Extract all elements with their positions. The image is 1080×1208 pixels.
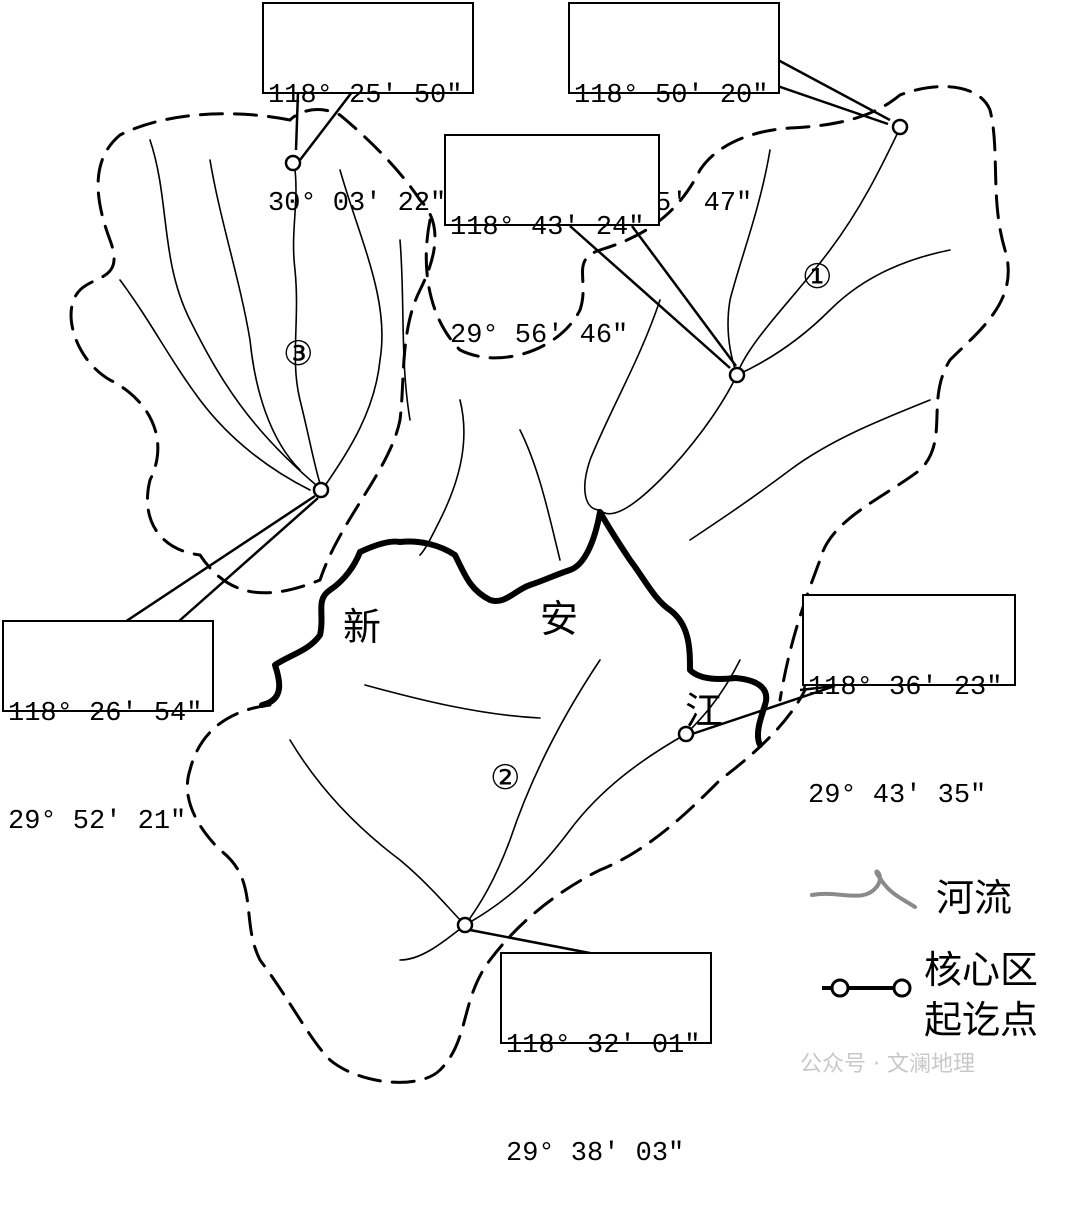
watermark: 公众号 · 文澜地理 [800,1052,975,1077]
coord-lat: 29° 38′ 03" [506,1139,685,1169]
coord-lon: 118° 50′ 20" [574,81,769,111]
legend-river-label: 河流 [936,876,1013,920]
river-mid-trib-a [419,399,465,556]
legend-river-symbol [810,869,917,909]
coord-lat: 29° 52′ 21" [8,807,187,837]
zone-3-boundary [69,108,437,595]
core-point-2 [891,118,909,136]
leader-line-1 [294,91,353,161]
river-zone1-trib-e [584,299,661,511]
river-zone1-trib-a [727,149,771,376]
coord-box-1: 118° 25′ 50" 30° 03′ 22" [262,2,474,219]
xinan-river [259,509,770,748]
coord-box-3: 118° 43′ 24" 29° 56′ 46" [444,134,660,351]
legend-core-label-2: 起讫点 [924,998,1039,1042]
zone-1-boundary [424,85,1010,702]
river-zone1-main [736,127,901,376]
coord-lat: 29° 43′ 35" [808,781,987,811]
river-zone2-trib-b [464,659,601,926]
coord-lon: 118° 36′ 23" [808,673,1003,703]
river-zone3-trib-b [209,159,301,471]
river-zone1-trib-c [599,374,738,515]
river-zone2-trib-a [289,739,466,926]
zone-label-3: ③ [283,334,314,374]
river-zone3-trib-a [149,139,323,491]
river-label-an: 安 [540,597,579,641]
zone-label-1: ① [802,257,833,297]
core-point-4 [312,481,330,499]
coord-box-5: 118° 36′ 23" 29° 43′ 35" [802,594,1016,811]
coord-lat: 29° 56′ 46" [450,321,629,351]
coord-lon: 118° 32′ 01" [506,1031,701,1061]
river-label-xin: 新 [343,605,382,649]
coord-lon: 118° 43′ 24" [450,213,645,243]
leader-line-6 [469,928,601,957]
leader-line-2 [759,58,891,126]
legend-core-label-1: 核心区 [924,948,1039,992]
core-point-6 [456,916,474,934]
river-zone2-trib-c [364,684,541,719]
legend-core-symbol [822,978,912,998]
leader-line-3 [569,225,738,369]
reserve-map [69,58,1010,1084]
core-point-3 [728,366,746,384]
river-label-jiang: 江 [685,689,724,733]
coord-lat: 30° 03′ 22" [268,189,447,219]
river-zone3-trib-c [321,169,383,491]
core-point-1 [284,154,302,172]
river-mid-trib-b [519,429,561,561]
zone-2-boundary [185,688,807,1084]
river-zone3-trib-e [399,239,411,421]
coord-box-4: 118° 26′ 54" 29° 52′ 21" [2,620,214,837]
river-zone1-trib-b [736,249,951,376]
river-zone3-main [292,161,323,491]
coord-lon: 118° 25′ 50" [268,81,463,111]
leader-line-4 [124,494,319,624]
river-zone2-trib-d [399,924,466,961]
coord-lon: 118° 26′ 54" [8,699,203,729]
river-zone2-main [464,733,687,926]
zone-label-2: ② [490,758,521,798]
coord-box-6: 118° 32′ 01" 29° 38′ 03" [500,952,712,1169]
core-point-5 [677,725,695,743]
river-zone3-trib-d [119,279,311,491]
coord-box-2: 118° 50′ 20" 30° 05′ 47" [568,2,780,219]
river-zone1-trib-d [689,399,931,541]
